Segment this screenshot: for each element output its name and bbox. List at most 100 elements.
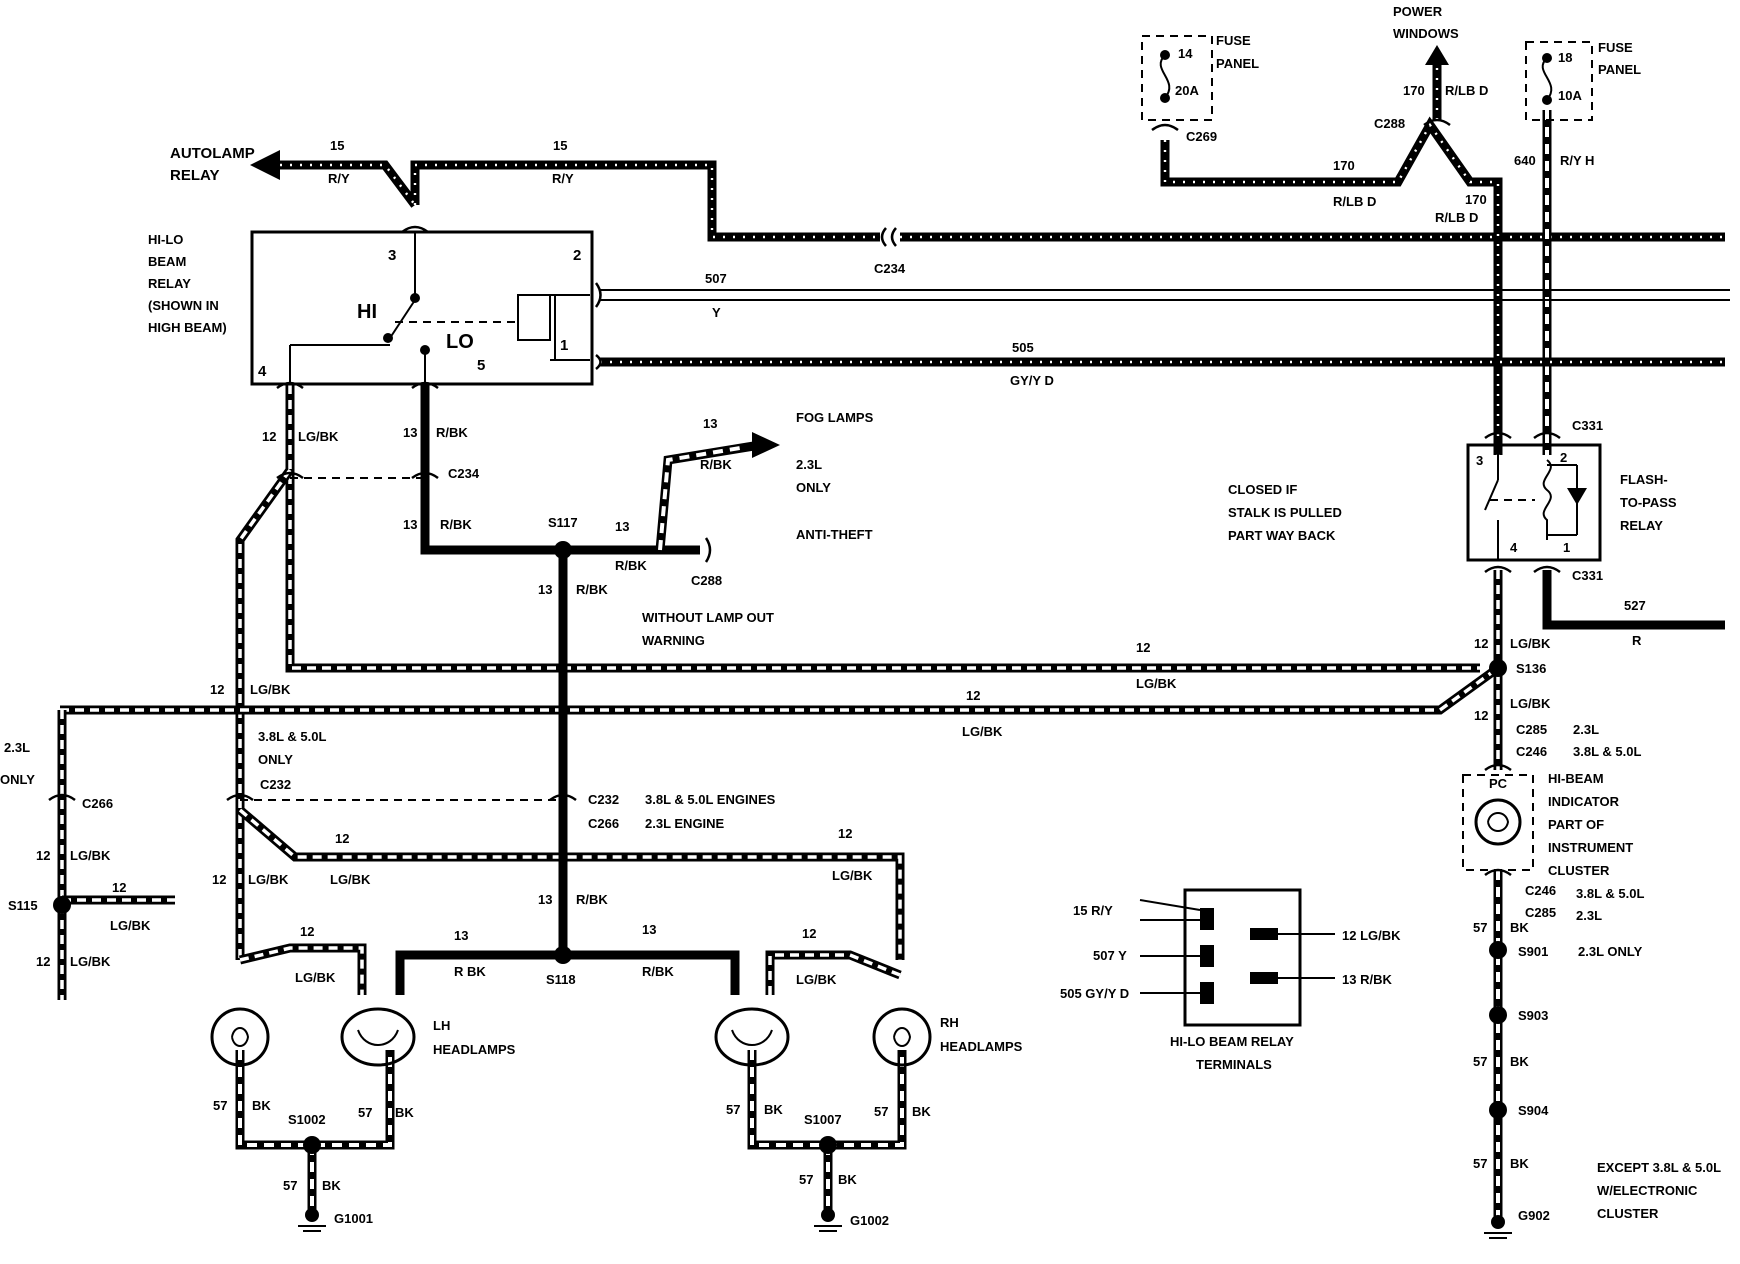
wire-label: 57: [213, 1098, 227, 1113]
connector-label: C288: [691, 573, 722, 588]
wire-label: 13: [403, 517, 417, 532]
pin-label: 1: [560, 337, 568, 354]
splice-label: S901: [1518, 944, 1548, 959]
flash-pass-label: FLASH-: [1620, 472, 1668, 487]
relay-label: (SHOWN IN: [148, 298, 219, 313]
splice-s903: [1489, 1006, 1507, 1024]
splice-label: S1007: [804, 1112, 842, 1127]
splice-s1007: [819, 1136, 837, 1154]
wire-label: LG/BK: [70, 954, 111, 969]
wire-label: 12: [212, 872, 226, 887]
wire-label: BK: [1510, 920, 1529, 935]
wire-507-y: [600, 289, 1730, 301]
fuse-label: 10A: [1558, 88, 1582, 103]
pin-label: 2: [573, 247, 581, 264]
fuse-label: 20A: [1175, 83, 1199, 98]
wire-label: 12: [802, 926, 816, 941]
autolamp-label-1: AUTOLAMP: [170, 145, 255, 162]
splice-label: S118: [546, 972, 576, 987]
connector-note: 3.8L & 5.0L ENGINES: [645, 792, 776, 807]
wire-label: 527: [1624, 598, 1646, 613]
engines-note: ONLY: [258, 752, 293, 767]
wire-label: LG/BK: [1510, 696, 1551, 711]
wire-label: BK: [1510, 1156, 1529, 1171]
wire-label: LG/BK: [298, 429, 339, 444]
fuse-panel-label: FUSE: [1598, 40, 1633, 55]
relay-lo-label: LO: [446, 331, 474, 353]
wire-label: 12: [300, 924, 314, 939]
wire-label: BK: [1510, 1054, 1529, 1069]
wire-label: 12: [112, 880, 126, 895]
wire-label: R/Y: [328, 171, 350, 186]
wire-label: LG/BK: [250, 682, 291, 697]
flash-pass-label: RELAY: [1620, 518, 1663, 533]
wire-label: LG/BK: [248, 872, 289, 887]
connector-label: C266: [82, 796, 113, 811]
wire-label: 13: [454, 928, 468, 943]
splice-s904: [1489, 1101, 1507, 1119]
wire-label: BK: [252, 1098, 271, 1113]
relay-terms-label: HI-LO BEAM RELAY: [1170, 1034, 1294, 1049]
only-23-label: ONLY: [0, 772, 35, 787]
connector-note: 2.3L: [1573, 722, 1599, 737]
fuse-panel-label: PANEL: [1216, 56, 1259, 71]
splice-label: S1002: [288, 1112, 326, 1127]
wire-label: GY/Y D: [1010, 373, 1054, 388]
splice-label: S904: [1518, 1103, 1549, 1118]
except-label: W/ELECTRONIC: [1597, 1183, 1698, 1198]
power-windows-label: WINDOWS: [1393, 26, 1459, 41]
terminal-label: 505 GY/Y D: [1060, 986, 1129, 1001]
wire-label: R BK: [454, 964, 486, 979]
wire-label: 12: [966, 688, 980, 703]
hibeam-label: INSTRUMENT: [1548, 840, 1633, 855]
wire-label: BK: [322, 1178, 341, 1193]
wire-label: 57: [283, 1178, 297, 1193]
wire-57-bk: [235, 870, 1503, 1220]
wire-label: 13: [403, 425, 417, 440]
wire-label: 13: [642, 922, 656, 937]
splice-s901: [1489, 941, 1507, 959]
wire-label: LG/BK: [832, 868, 873, 883]
wire-label: 13: [615, 519, 629, 534]
wire-label: LG/BK: [1510, 636, 1551, 651]
wire-label: 12: [1136, 640, 1150, 655]
ground-g1002: [814, 1208, 842, 1232]
hilo-beam-relay: [250, 230, 594, 386]
splice-label: S136: [1516, 661, 1546, 676]
wire-label: 57: [726, 1102, 740, 1117]
connector-marks: [48, 118, 1561, 877]
relay-label: HI-LO: [148, 232, 183, 247]
wire-label: R/BK: [642, 964, 674, 979]
pin-label: 3: [1476, 453, 1483, 468]
fuse-panel-label: PANEL: [1598, 62, 1641, 77]
wire-label: 12: [36, 848, 50, 863]
hibeam-label: CLUSTER: [1548, 863, 1610, 878]
wire-label: 12: [36, 954, 50, 969]
without-lamp-label: WARNING: [642, 633, 705, 648]
splice-label: S903: [1518, 1008, 1548, 1023]
wire-label: R/BK: [576, 582, 608, 597]
connector-label: C269: [1186, 129, 1217, 144]
connector-label: C234: [874, 261, 906, 276]
relay-label: RELAY: [148, 276, 191, 291]
rh-headlamps-label: HEADLAMPS: [940, 1039, 1023, 1054]
wire-label: R/BK: [576, 892, 608, 907]
wire-label: 505: [1012, 340, 1034, 355]
terminal-label: 15 R/Y: [1073, 903, 1113, 918]
connector-note: 3.8L & 5.0L: [1576, 886, 1644, 901]
relay-hi-label: HI: [357, 301, 377, 323]
wire-label: 12: [1474, 636, 1488, 651]
hibeam-label: INDICATOR: [1548, 794, 1620, 809]
fog-note: 2.3L: [796, 457, 822, 472]
hibeam-label: HI-BEAM: [1548, 771, 1604, 786]
wire-label: R: [1632, 633, 1642, 648]
wire-label: R/Y H: [1560, 153, 1594, 168]
wire-label: 57: [799, 1172, 813, 1187]
connector-label: C331: [1572, 418, 1603, 433]
wire-label: R/LB D: [1445, 83, 1488, 98]
headlamp-lh-inner: [340, 1007, 416, 1067]
wire-label: 640: [1514, 153, 1536, 168]
wire-527: [1542, 570, 1725, 630]
headlamp-rh-outer: [872, 1007, 932, 1067]
